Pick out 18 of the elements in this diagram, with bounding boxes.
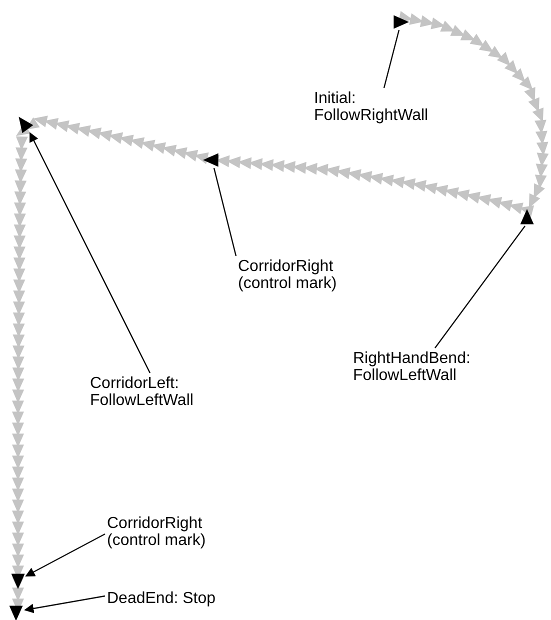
callout-text: CorridorRight (control mark): [107, 515, 227, 549]
callout-text: DeadEnd: Stop: [107, 590, 257, 607]
callout-text: RightHandBend: FollowLeftWall: [353, 350, 493, 384]
leader-line: [213, 168, 237, 256]
leader-line: [434, 226, 526, 348]
pose-marker-icon: [18, 116, 34, 134]
leader-line: [25, 533, 106, 577]
callout-text: CorridorLeft: FollowLeftWall: [90, 375, 220, 409]
leader-line: [24, 595, 106, 614]
leader-line: [29, 132, 151, 374]
pose-marker-icon: [394, 15, 409, 29]
callout-text: CorridorRight (control mark): [238, 258, 358, 292]
pose-marker-icon: [11, 574, 25, 589]
callout-text: Initial: FollowRightWall: [314, 90, 434, 124]
leader-line: [383, 30, 400, 88]
pose-marker-icon: [9, 606, 23, 620]
pose-marker-icon: [520, 209, 534, 224]
pose-marker-icon: [203, 153, 218, 167]
